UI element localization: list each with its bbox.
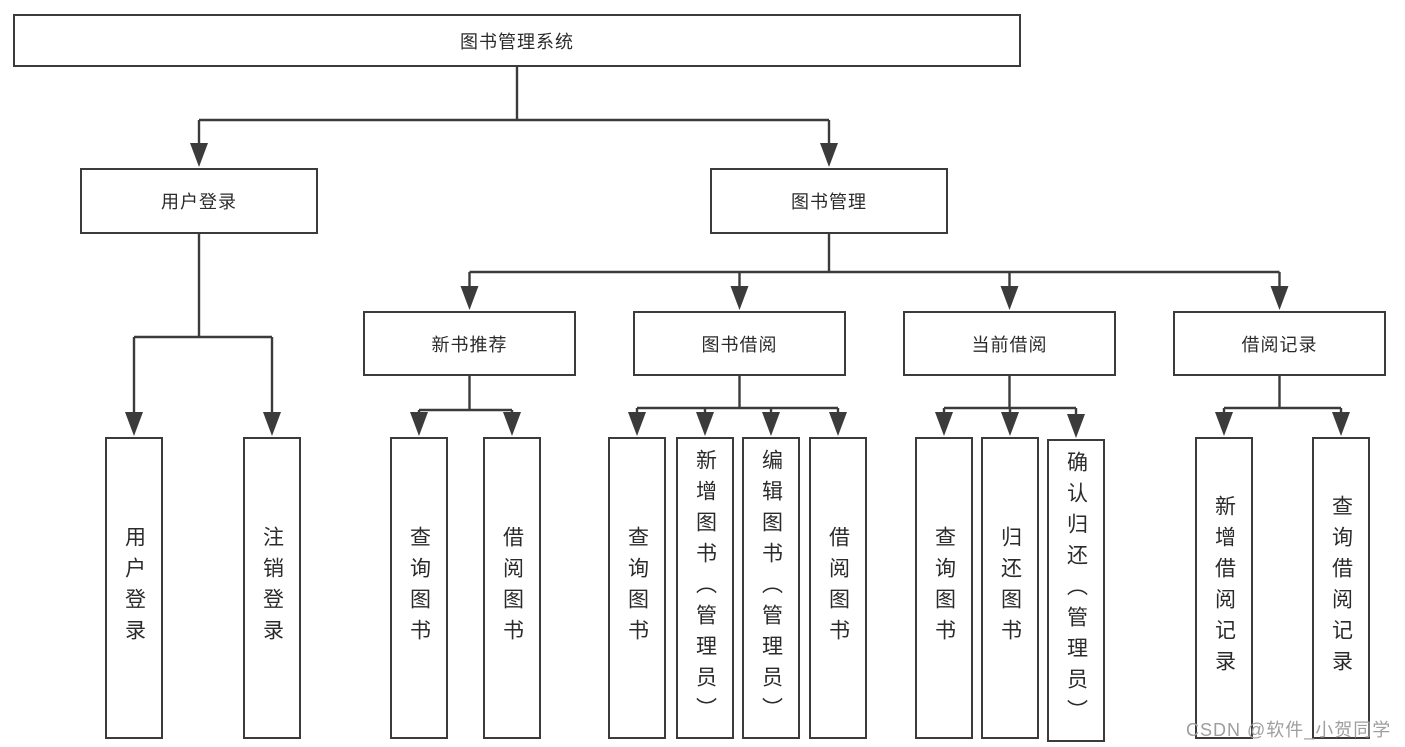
- node-user-login: 用户登录: [80, 168, 318, 234]
- node-current-borrowing: 当前借阅: [903, 311, 1116, 376]
- leaf-user-login: 用户登录: [105, 437, 163, 739]
- node-borrowing-records: 借阅记录: [1173, 311, 1386, 376]
- leaf-records-add-record: 新增借阅记录: [1195, 437, 1253, 739]
- node-new-book-recommendation: 新书推荐: [363, 311, 576, 376]
- leaf-borrow-query-books: 查询图书: [608, 437, 666, 739]
- leaf-borrow-add-books-admin: 新增图书（管理员）: [676, 437, 734, 739]
- leaf-current-confirm-return-admin: 确认归还（管理员）: [1047, 439, 1105, 742]
- leaf-newbook-query-books: 查询图书: [390, 437, 448, 739]
- arrowhead-icons: [125, 143, 1350, 438]
- leaf-current-return-books: 归还图书: [981, 437, 1039, 739]
- node-book-management: 图书管理: [710, 168, 948, 234]
- node-library-system-root: 图书管理系统: [13, 14, 1021, 67]
- watermark-text: CSDN @软件_小贺同学: [1186, 720, 1392, 740]
- leaf-logout: 注销登录: [243, 437, 301, 739]
- leaf-current-query-books: 查询图书: [915, 437, 973, 739]
- node-book-borrowing: 图书借阅: [633, 311, 846, 376]
- leaf-borrow-edit-books-admin: 编辑图书（管理员）: [742, 437, 800, 739]
- leaf-borrow-borrow-books: 借阅图书: [809, 437, 867, 739]
- leaf-newbook-borrow-books: 借阅图书: [483, 437, 541, 739]
- leaf-records-query-record: 查询借阅记录: [1312, 437, 1370, 739]
